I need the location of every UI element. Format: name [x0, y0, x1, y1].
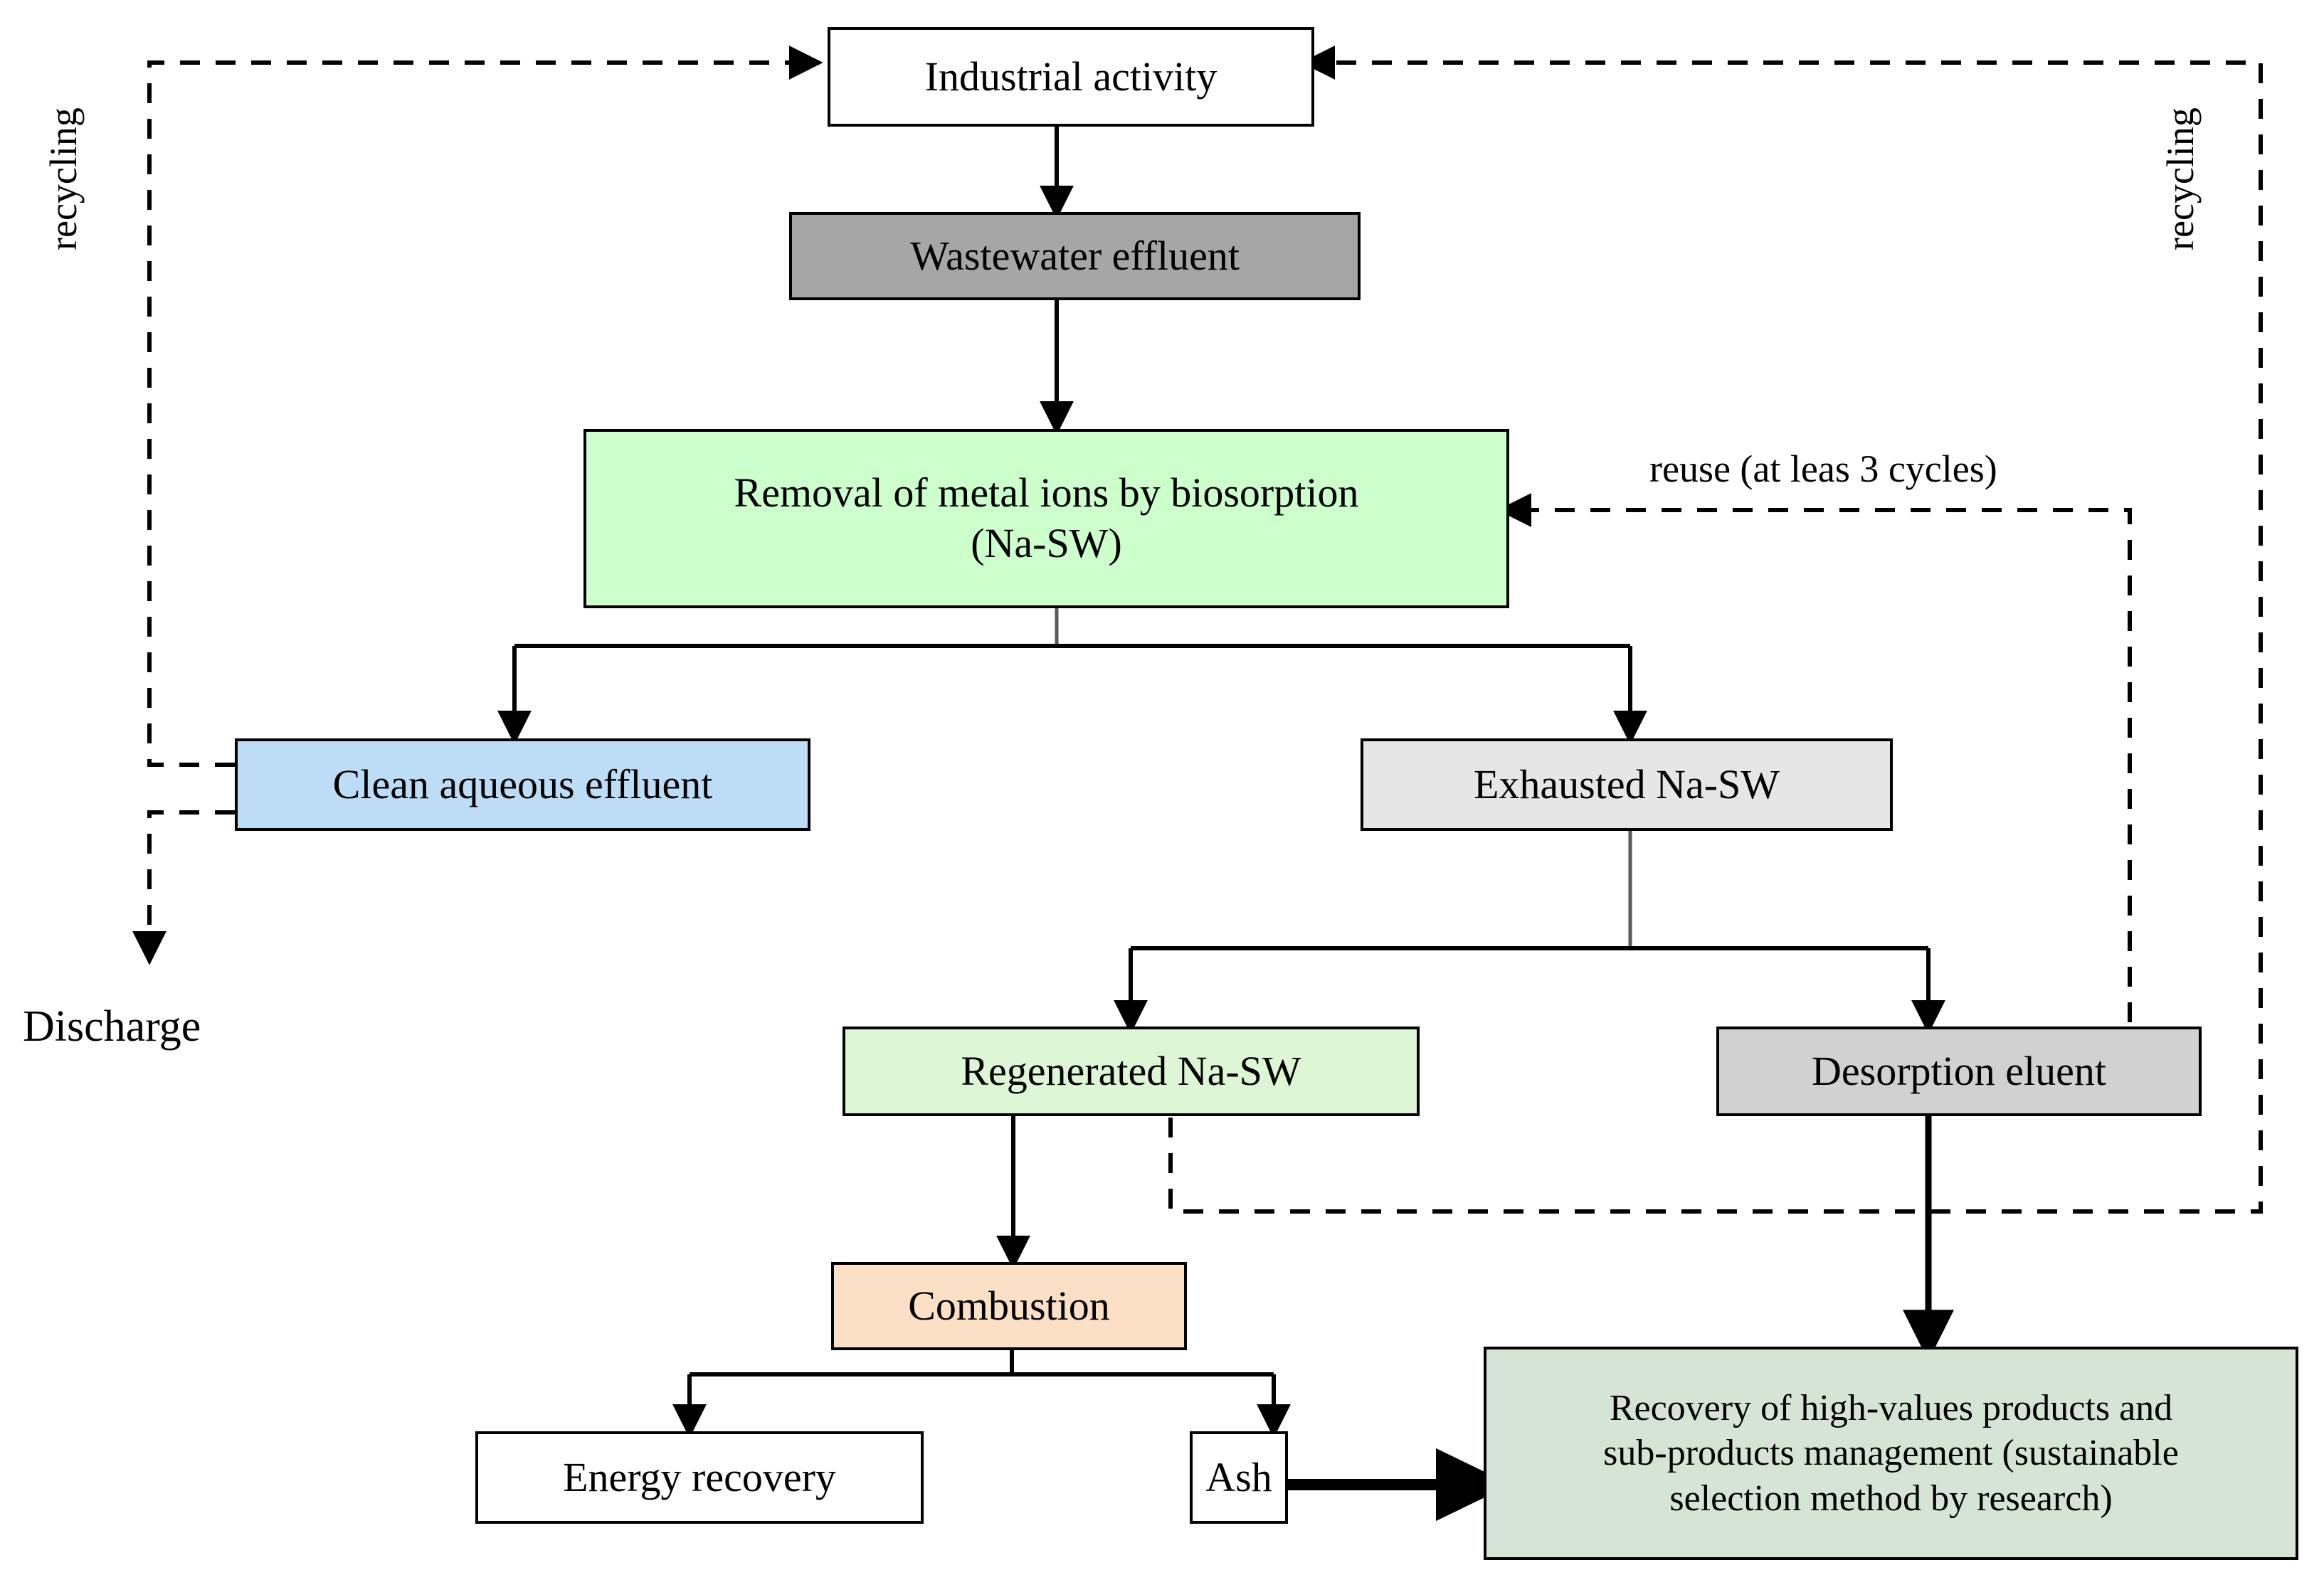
label-recycling-right-text: recycling	[2159, 107, 2202, 250]
node-recovery-of-high-value-products[interactable]: Recovery of high-values products and sub…	[1484, 1347, 2298, 1560]
node-recovery-line-2: sub-products management (sustainable	[1603, 1433, 2179, 1474]
node-recovery-line-1: Recovery of high-values products and	[1609, 1387, 2173, 1428]
node-energy-recovery-label: Energy recovery	[563, 1453, 836, 1500]
node-clean-aqueous-effluent-label: Clean aqueous effluent	[332, 760, 713, 807]
node-industrial-activity[interactable]: Industrial activity	[828, 27, 1314, 127]
node-wastewater-effluent-label: Wastewater effluent	[910, 232, 1240, 279]
node-removal-of-metal-ions[interactable]: Removal of metal ions by biosorption (Na…	[583, 429, 1509, 608]
node-regenerated-nasw[interactable]: Regenerated Na-SW	[843, 1027, 1420, 1116]
node-exhausted-nasw-label: Exhausted Na-SW	[1473, 760, 1780, 807]
node-ash[interactable]: Ash	[1190, 1431, 1288, 1524]
node-industrial-activity-label: Industrial activity	[924, 53, 1218, 100]
label-discharge-text: Discharge	[23, 1002, 201, 1051]
node-exhausted-nasw[interactable]: Exhausted Na-SW	[1361, 738, 1893, 831]
edge-recycling-left	[147, 46, 823, 767]
node-energy-recovery[interactable]: Energy recovery	[475, 1431, 924, 1524]
node-recovery-line-3: selection method by research)	[1669, 1478, 2113, 1519]
node-desorption-eluent[interactable]: Desorption eluent	[1716, 1027, 2202, 1116]
label-reuse-cycles: reuse (at leas 3 cycles)	[1649, 447, 1997, 491]
label-reuse-cycles-text: reuse (at leas 3 cycles)	[1649, 447, 1997, 490]
node-clean-aqueous-effluent[interactable]: Clean aqueous effluent	[235, 738, 810, 831]
node-removal-line-1: Removal of metal ions by biosorption	[734, 470, 1359, 516]
node-wastewater-effluent[interactable]: Wastewater effluent	[789, 212, 1361, 300]
node-combustion[interactable]: Combustion	[831, 1262, 1187, 1350]
edge-discharge	[132, 810, 235, 965]
node-regenerated-nasw-label: Regenerated Na-SW	[961, 1047, 1301, 1094]
node-removal-line-2: (Na-SW)	[971, 520, 1122, 566]
label-recycling-left: recycling	[41, 107, 85, 250]
label-recycling-right: recycling	[2158, 107, 2202, 250]
label-discharge: Discharge	[23, 1002, 201, 1052]
node-desorption-eluent-label: Desorption eluent	[1812, 1047, 2106, 1094]
node-ash-label: Ash	[1205, 1453, 1272, 1500]
node-combustion-label: Combustion	[908, 1282, 1110, 1329]
label-recycling-left-text: recycling	[42, 107, 85, 250]
